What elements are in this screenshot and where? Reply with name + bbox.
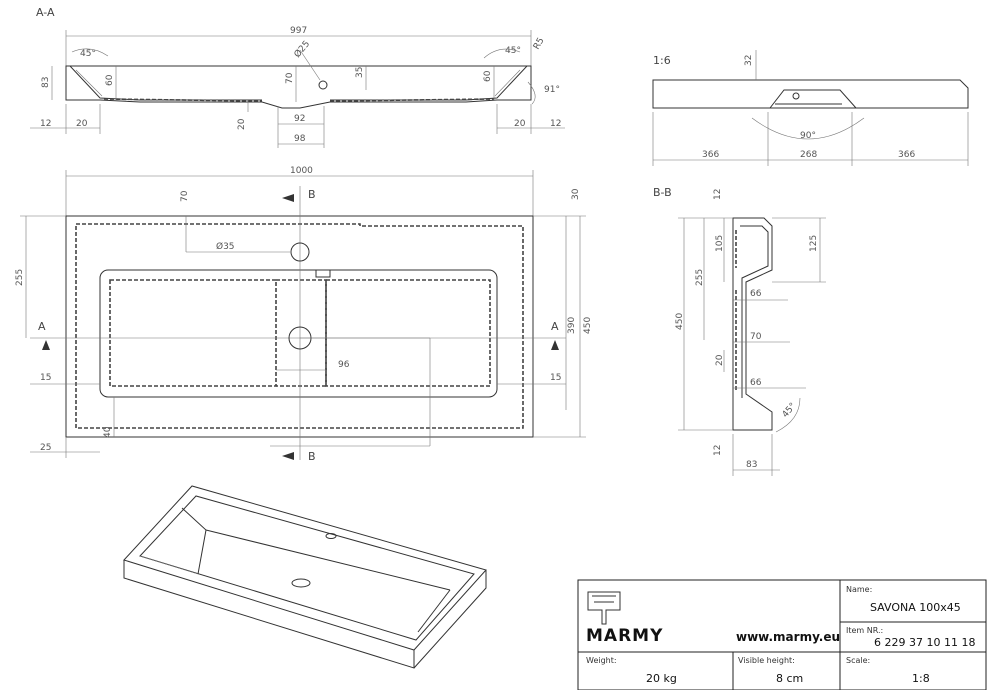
aa-radius: R5 (532, 36, 547, 51)
brand-website: www.marmy.eu (736, 630, 840, 644)
scale-value: 1:8 (912, 672, 930, 685)
plan-dim-width: 1000 (290, 166, 313, 176)
bb-dim-450: 450 (675, 313, 685, 330)
plan-dim-25: 25 (40, 443, 51, 453)
bb-dim-12-bottom: 12 (713, 445, 723, 456)
bb-dim-70: 70 (750, 332, 762, 342)
aa-angle-91: 91° (544, 85, 560, 95)
aa-dim-h35: 35 (355, 67, 365, 78)
bb-dim-105: 105 (715, 235, 725, 252)
plan-dim-70: 70 (180, 190, 190, 202)
visible-height-value: 8 cm (776, 672, 803, 685)
name-value: SAVONA 100x45 (870, 601, 961, 614)
plan-dim-15-left: 15 (40, 373, 51, 383)
aa-angle-left: 45° (80, 49, 96, 59)
plan-dim-255: 255 (15, 269, 25, 286)
aa-dim-h60-left: 60 (105, 74, 115, 86)
detail-dim-268: 268 (800, 150, 817, 160)
bb-dim-20: 20 (715, 354, 725, 366)
item-label: Item NR.: (846, 626, 883, 635)
section-bb-view: B-B 450 255 12 105 125 66 70 20 66 45° 1… (653, 186, 826, 476)
detail-dim-366-left: 366 (702, 150, 719, 160)
section-aa-label: A-A (36, 6, 55, 19)
plan-cut-a-left: A (38, 320, 46, 333)
scale-label: Scale: (846, 656, 870, 665)
bb-dim-12-top: 12 (713, 189, 723, 200)
aa-dim-92: 92 (294, 114, 305, 124)
marmy-logo-icon (587, 591, 621, 625)
plan-dim-15-right: 15 (550, 373, 561, 383)
name-label: Name: (846, 585, 872, 594)
item-value: 6 229 37 10 11 18 (874, 636, 975, 649)
detail-dim-32: 32 (744, 55, 754, 66)
aa-dim-12-left: 12 (40, 119, 51, 129)
detail-dim-366-right: 366 (898, 150, 915, 160)
weight-value: 20 kg (646, 672, 677, 685)
plan-cut-b-top: B (308, 188, 316, 201)
aa-dim-h70: 70 (285, 72, 295, 84)
plan-cut-a-right: A (551, 320, 559, 333)
aa-dim-20-mid: 20 (237, 118, 247, 130)
bb-dim-66-top: 66 (750, 289, 762, 299)
aa-dim-12-right: 12 (550, 119, 561, 129)
aa-angle-right: 45° (505, 46, 521, 56)
detail-view: 1:6 32 90° 366 268 366 (652, 50, 969, 166)
plan-view: 1000 70 Ø35 30 255 390 450 15 15 9 (15, 166, 593, 463)
section-aa-view: A-A 997 45° 45° R5 Ø25 83 60 60 70 35 91… (30, 6, 565, 148)
aa-dim-20-left: 20 (76, 119, 88, 129)
bb-dim-66-bottom: 66 (750, 378, 762, 388)
visible-height-label: Visible height: (738, 656, 795, 665)
plan-cut-b-bottom: B (308, 450, 316, 463)
detail-angle: 90° (800, 131, 816, 141)
aa-dim-width: 997 (290, 26, 307, 36)
plan-dim-390: 390 (567, 317, 577, 334)
aa-dim-h60-right: 60 (483, 70, 493, 82)
detail-scale-label: 1:6 (653, 54, 671, 67)
plan-dim-40: 40 (103, 426, 113, 438)
aa-drain-dia: Ø25 (292, 39, 312, 60)
bb-dim-255: 255 (695, 269, 705, 286)
plan-dim-35: Ø35 (216, 241, 235, 252)
plan-dim-450: 450 (583, 317, 593, 334)
brand-name: MARMY (586, 626, 663, 646)
aa-dim-h83: 83 (41, 77, 51, 88)
weight-label: Weight: (586, 656, 617, 665)
isometric-view (123, 485, 487, 669)
title-block: MARMY www.marmy.eu Name: SAVONA 100x45 I… (577, 579, 987, 690)
bb-dim-125: 125 (809, 235, 819, 252)
bb-dim-83: 83 (746, 460, 757, 470)
aa-dim-20-right: 20 (514, 119, 526, 129)
plan-dim-30: 30 (571, 188, 581, 200)
plan-dim-96: 96 (338, 360, 350, 370)
section-bb-label: B-B (653, 186, 672, 199)
aa-dim-98: 98 (294, 134, 306, 144)
bb-angle: 45° (781, 401, 799, 420)
